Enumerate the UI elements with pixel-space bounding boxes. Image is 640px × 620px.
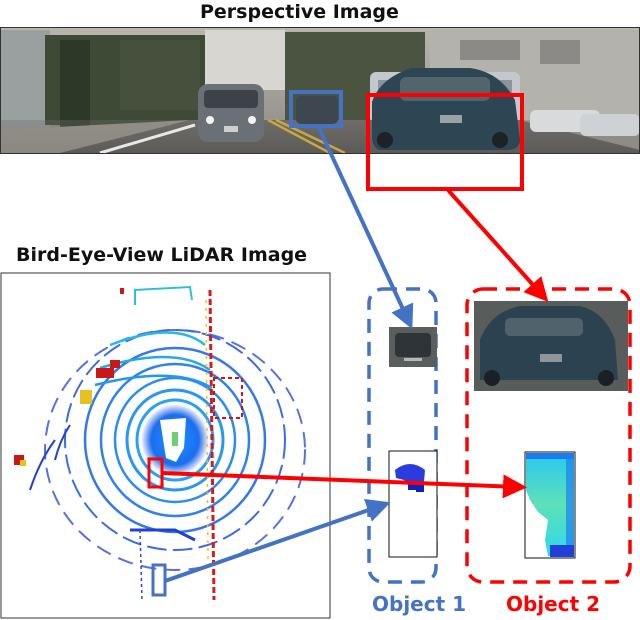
object2-crop-image [474,301,628,391]
object2-bev-arrow [161,471,527,499]
perspective-image-title: Perspective Image [200,1,399,23]
object2-perspective-arrow [446,188,549,302]
object1-bev-crop [388,450,438,558]
object1-bev-arrow [164,498,391,583]
object1-crop-image [389,327,437,367]
object1-label: Object 1 [372,592,467,616]
object2-label: Object 2 [506,592,601,616]
object1-group-frame [367,287,438,584]
bev-lidar-image-title: Bird-Eye-View LiDAR Image [16,244,308,266]
object2-group-frame [465,287,632,584]
object1-perspective-arrow [316,125,414,330]
object1-bbox-perspective [289,90,343,128]
object2-bev-crop [524,451,576,559]
object2-bbox-perspective [366,93,524,191]
